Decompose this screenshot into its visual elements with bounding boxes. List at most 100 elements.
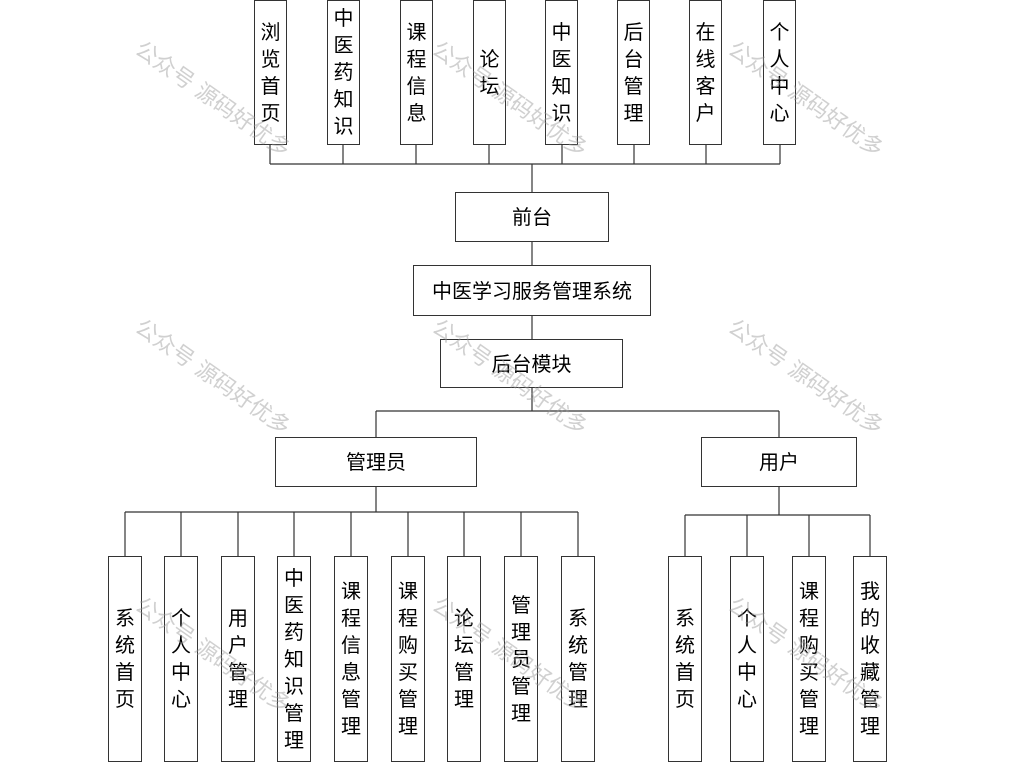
front-item-label: 个人中心: [770, 19, 790, 127]
admin-item-label: 系统管理: [568, 605, 588, 713]
label-char: 页: [675, 687, 695, 711]
label-char: 客: [695, 73, 716, 98]
label-char: 理: [860, 714, 880, 738]
admin-item-9: 系统管理: [561, 556, 595, 762]
label-char: 中: [333, 6, 354, 30]
label-char: 课: [799, 579, 819, 603]
front-item-1: 浏览首页: [254, 0, 287, 145]
label-char: 理: [398, 714, 418, 738]
admin-item-3: 用户管理: [221, 556, 255, 762]
label-char: 统: [568, 633, 588, 657]
label-char: 个: [737, 606, 757, 630]
label-char: 药: [284, 619, 304, 644]
label-char: 理: [623, 100, 644, 125]
label-char: 息: [341, 660, 361, 684]
label-char: 个: [171, 606, 191, 630]
backend-label: 后台模块: [491, 351, 572, 376]
backend-node: 后台模块: [440, 339, 623, 388]
label-char: 买: [398, 660, 418, 684]
admin-item-8: 管理员管理: [504, 556, 538, 762]
label-char: 中: [284, 565, 304, 590]
label-char: 管: [454, 660, 474, 684]
user-item-3: 课程购买管理: [792, 556, 826, 762]
label-char: 览: [260, 46, 281, 71]
user-item-label: 系统首页: [675, 605, 695, 713]
label-char: 理: [799, 714, 819, 738]
label-char: 坛: [479, 73, 500, 98]
label-char: 理: [511, 619, 531, 644]
system-title: 中医学习服务管理系统: [432, 278, 632, 303]
label-char: 管: [228, 660, 248, 684]
user-node: 用户: [701, 437, 857, 487]
front-item-label: 浏览首页: [261, 19, 281, 127]
label-char: 后: [623, 19, 644, 44]
admin-item-label: 系统首页: [115, 605, 135, 713]
user-item-1: 系统首页: [668, 556, 702, 762]
front-item-label: 后台管理: [624, 19, 644, 127]
label-char: 购: [799, 633, 819, 657]
label-char: 心: [171, 687, 191, 711]
label-char: 管: [568, 660, 588, 684]
label-char: 买: [799, 660, 819, 684]
label-char: 人: [171, 633, 191, 657]
admin-item-label: 中医药知识管理: [284, 565, 304, 754]
admin-item-4: 中医药知识管理: [277, 556, 311, 762]
front-item-6: 后台管理: [617, 0, 650, 145]
label-char: 中: [171, 660, 191, 684]
admin-item-label: 课程信息管理: [341, 578, 361, 740]
label-char: 知: [284, 646, 304, 671]
label-char: 课: [341, 579, 361, 603]
label-char: 识: [284, 673, 304, 698]
user-item-2: 个人中心: [730, 556, 764, 762]
label-char: 个: [769, 19, 790, 44]
label-char: 藏: [860, 660, 880, 684]
label-char: 管: [341, 687, 361, 711]
label-char: 管: [799, 687, 819, 711]
admin-item-label: 论坛管理: [454, 605, 474, 713]
front-item-5: 中医知识: [545, 0, 578, 145]
label-char: 统: [115, 633, 135, 657]
label-char: 系: [675, 606, 695, 630]
label-char: 理: [341, 714, 361, 738]
label-char: 首: [260, 73, 281, 98]
front-item-8: 个人中心: [763, 0, 796, 145]
admin-item-label: 课程购买管理: [398, 578, 418, 740]
label-char: 页: [260, 100, 281, 125]
admin-item-7: 论坛管理: [447, 556, 481, 762]
label-char: 人: [737, 633, 757, 657]
admin-item-2: 个人中心: [164, 556, 198, 762]
user-item-label: 课程购买管理: [799, 578, 819, 740]
label-char: 理: [568, 687, 588, 711]
label-char: 管: [511, 673, 531, 698]
admin-item-6: 课程购买管理: [391, 556, 425, 762]
front-item-2: 中医药知识: [327, 0, 360, 145]
label-char: 首: [675, 660, 695, 684]
label-char: 信: [406, 73, 427, 98]
front-item-label: 论坛: [480, 46, 500, 100]
label-char: 购: [398, 633, 418, 657]
front-item-4: 论坛: [473, 0, 506, 145]
label-char: 心: [737, 687, 757, 711]
label-char: 首: [115, 660, 135, 684]
label-char: 管: [860, 687, 880, 711]
label-char: 程: [799, 606, 819, 630]
label-char: 信: [341, 633, 361, 657]
label-char: 管: [284, 700, 304, 725]
label-char: 系: [115, 606, 135, 630]
label-char: 识: [333, 114, 354, 138]
label-char: 人: [769, 46, 790, 71]
label-char: 用: [228, 606, 248, 630]
front-item-label: 在线客户: [696, 19, 716, 127]
label-char: 浏: [260, 19, 281, 44]
admin-item-label: 用户管理: [228, 605, 248, 713]
admin-label: 管理员: [346, 450, 406, 474]
label-char: 线: [695, 46, 716, 71]
label-char: 统: [675, 633, 695, 657]
front-item-7: 在线客户: [689, 0, 722, 145]
label-char: 理: [511, 700, 531, 725]
label-char: 坛: [454, 633, 474, 657]
front-item-label: 课程信息: [407, 19, 427, 127]
label-char: 课: [406, 19, 427, 44]
label-char: 系: [568, 606, 588, 630]
